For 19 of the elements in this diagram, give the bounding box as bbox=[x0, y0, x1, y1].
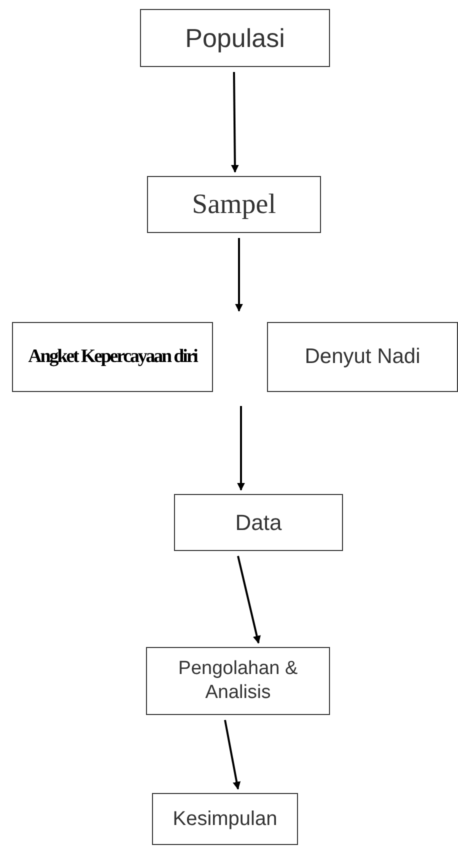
box-label: Data bbox=[235, 509, 282, 537]
arrow bbox=[237, 556, 261, 644]
process-box bbox=[152, 793, 298, 845]
process-box bbox=[267, 322, 458, 392]
process-box bbox=[146, 647, 330, 715]
process-box bbox=[174, 494, 343, 551]
box-label: Populasi bbox=[185, 22, 285, 54]
box-label: Sampel bbox=[192, 188, 276, 222]
process-box bbox=[147, 176, 321, 233]
arrow bbox=[224, 720, 241, 790]
arrow bbox=[237, 406, 245, 491]
box-label: Denyut Nadi bbox=[304, 344, 420, 370]
process-box bbox=[140, 9, 330, 67]
arrow bbox=[235, 238, 243, 312]
box-label: Kesimpulan bbox=[172, 807, 278, 832]
box-label: Angket Kepercayaan diri bbox=[28, 344, 197, 369]
arrow bbox=[230, 72, 239, 173]
process-box bbox=[12, 322, 213, 392]
box-label: Pengolahan & Analisis bbox=[177, 657, 299, 705]
